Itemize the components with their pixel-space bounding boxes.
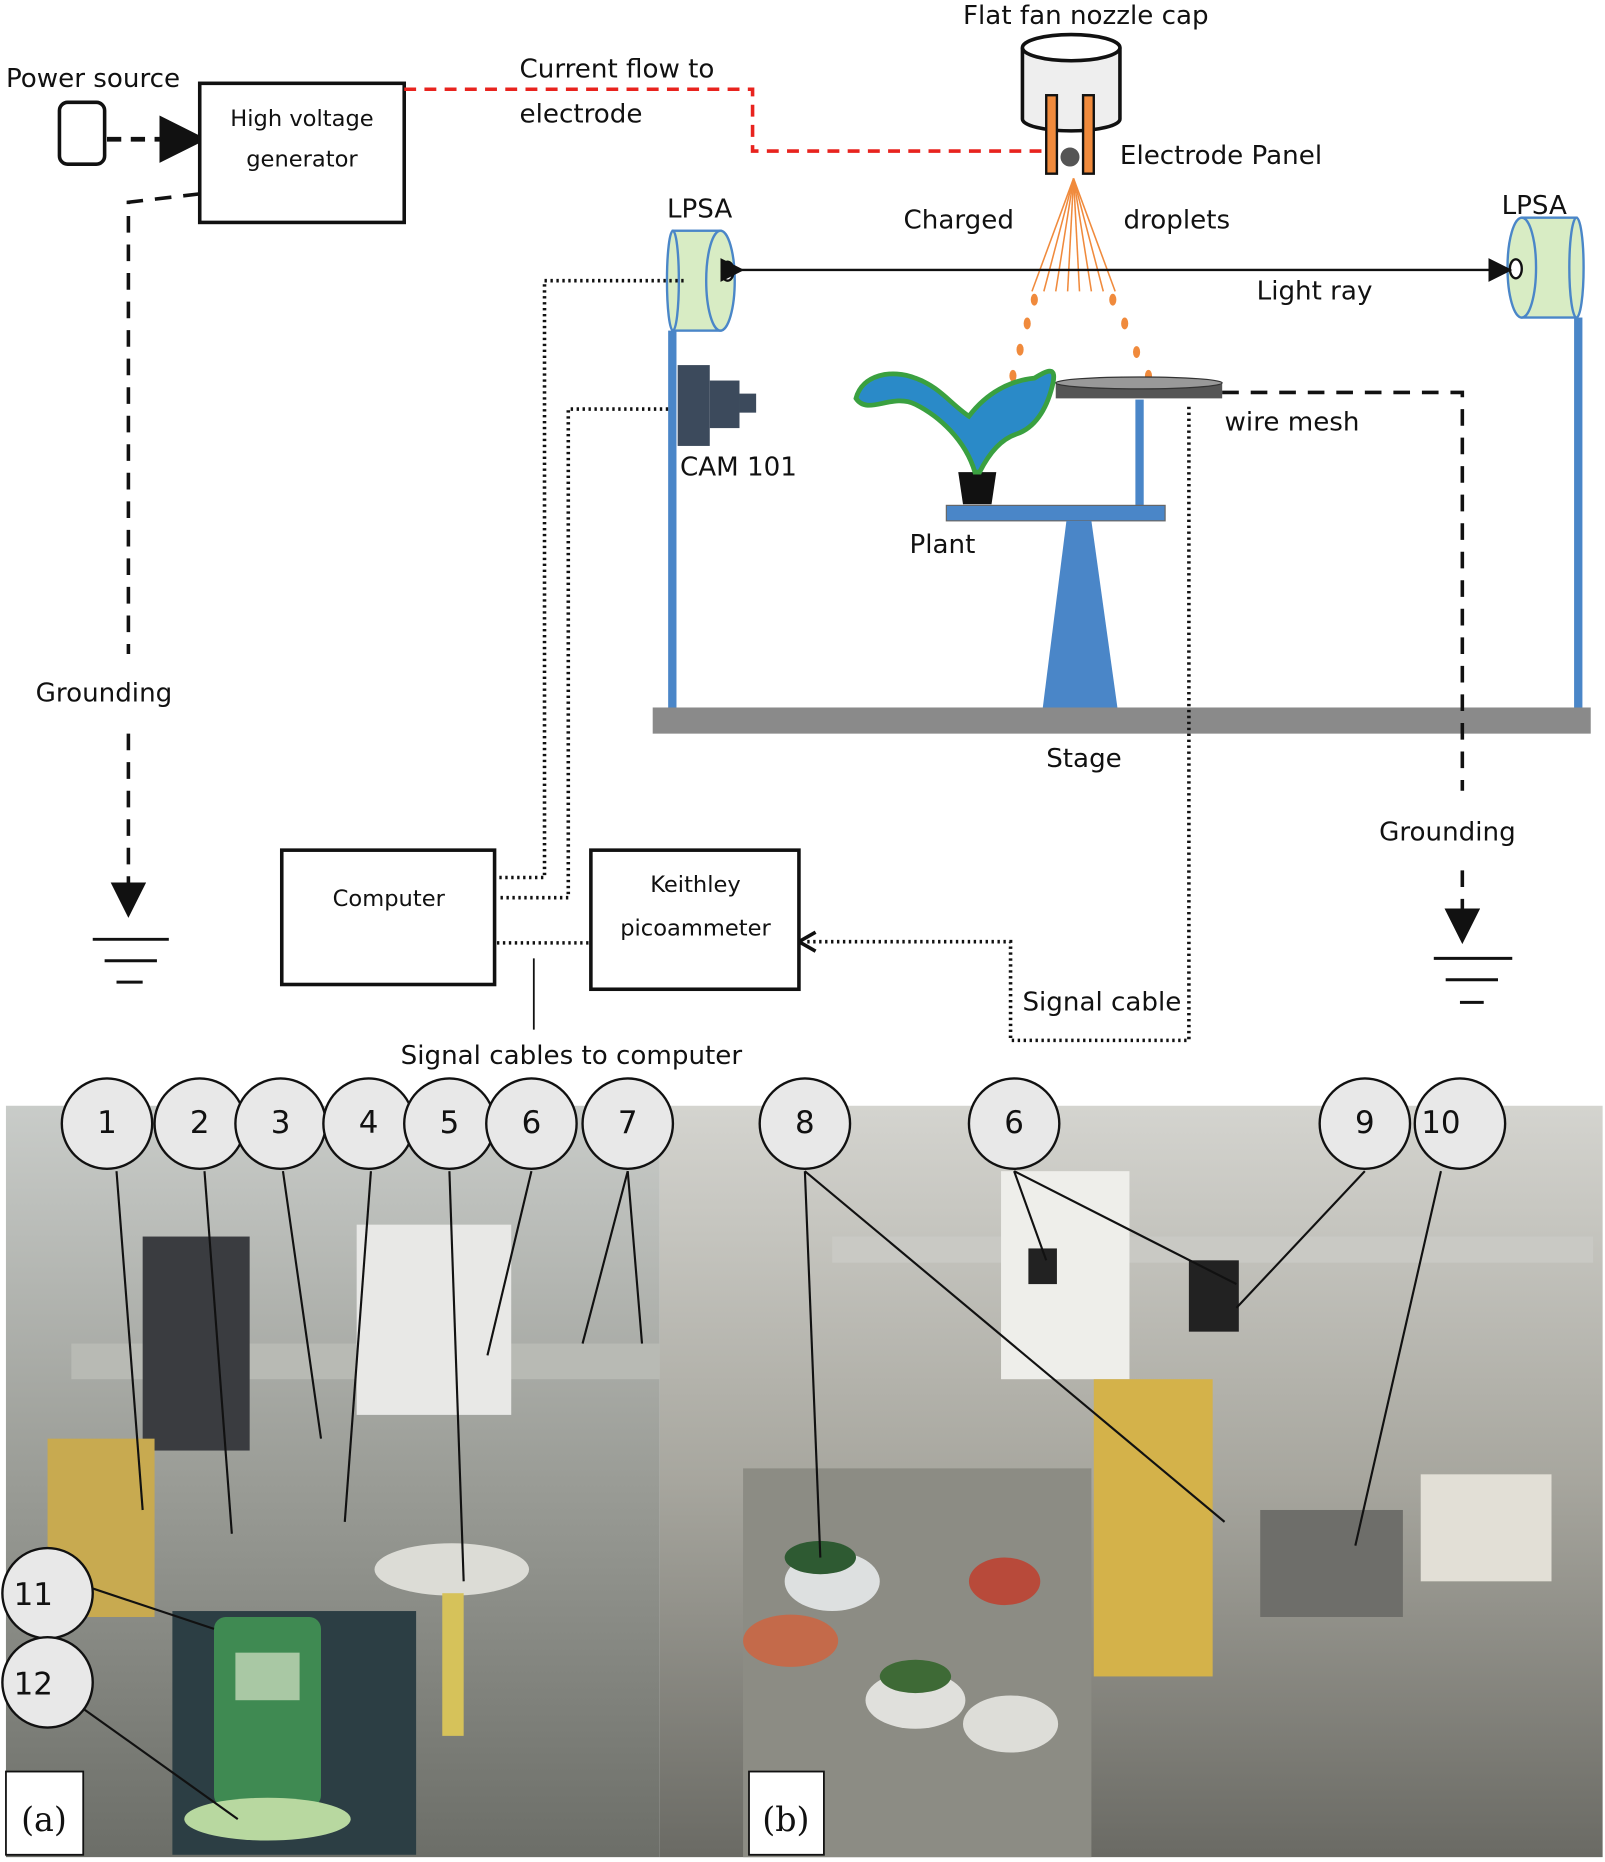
grounding-right-line-top	[1222, 390, 1465, 791]
keithley-label-2: picoammeter	[620, 916, 771, 942]
callout-11: 11	[14, 1577, 53, 1613]
light-ray-label: Light ray	[1257, 277, 1373, 307]
computer-box	[279, 848, 497, 987]
ground-left-icon	[92, 937, 169, 984]
plant-label: Plant	[910, 530, 976, 560]
wire-mesh-label: wire mesh	[1225, 407, 1360, 437]
computer-label: Computer	[333, 886, 446, 912]
mesh-pole	[1135, 399, 1144, 507]
stage-bar	[652, 707, 1591, 734]
callout-12: 12	[14, 1666, 53, 1702]
panel-b-label-box	[748, 1770, 825, 1856]
hv-generator-label-1: High voltage	[230, 106, 373, 132]
callout-9: 9	[1355, 1105, 1375, 1141]
stage-label: Stage	[1046, 744, 1122, 774]
lpsa-right-label: LPSA	[1502, 191, 1567, 221]
charged-label: Charged	[904, 205, 1014, 235]
callout-leaders	[70, 1170, 1442, 1820]
panel-b-label: (b)	[762, 1800, 809, 1839]
plant-table	[945, 504, 1166, 522]
nozzle-cap-label: Flat fan nozzle cap	[963, 1, 1209, 31]
power-source-label: Power source	[6, 64, 180, 94]
ground-right-icon	[1433, 956, 1513, 1004]
current-flow-line	[404, 87, 1047, 153]
spray-fan	[1031, 178, 1116, 292]
callout-3: 3	[271, 1105, 291, 1141]
callout-1: 1	[97, 1105, 117, 1141]
signal-cables	[496, 278, 1191, 1043]
panel-a-label-box	[5, 1770, 85, 1856]
callout-4: 4	[359, 1105, 379, 1141]
callout-6a: 6	[522, 1105, 542, 1141]
hv-generator-label-2: generator	[246, 147, 358, 173]
left-pole	[668, 330, 677, 709]
panel-a-label: (a)	[21, 1800, 67, 1839]
lpsa-right-sensor-icon	[1506, 216, 1585, 319]
signal-cables-label: Signal cables to computer	[401, 1041, 743, 1071]
cam-label: CAM 101	[680, 453, 797, 483]
hv-generator-box	[197, 81, 407, 225]
keithley-label-1: Keithley	[650, 872, 741, 898]
callout-8: 8	[795, 1105, 815, 1141]
grounding-left-label: Grounding	[36, 679, 173, 709]
callout-2: 2	[190, 1105, 210, 1141]
callout-6b: 6	[1004, 1105, 1024, 1141]
wire-mesh-icon	[1055, 376, 1223, 399]
photo-panel-b	[659, 1105, 1603, 1858]
grounding-right-label: Grounding	[1379, 818, 1516, 848]
photo-panel-a	[5, 1105, 666, 1858]
droplets	[1009, 293, 1153, 382]
droplets-label: droplets	[1124, 205, 1231, 235]
callout-7: 7	[618, 1105, 638, 1141]
signal-arrow-icon	[798, 930, 817, 953]
callout-10: 10	[1421, 1105, 1460, 1141]
signal-cable-label: Signal cable	[1022, 988, 1181, 1018]
plant-icon	[853, 368, 1056, 475]
callout-5: 5	[440, 1105, 460, 1141]
right-pole	[1574, 317, 1583, 709]
stage-pedestal	[1042, 520, 1118, 709]
keithley-box	[589, 848, 801, 992]
camera-icon	[677, 365, 757, 446]
lpsa-left-label: LPSA	[667, 195, 732, 225]
current-flow-label-1: Current flow to	[520, 54, 715, 84]
current-flow-label-2: electrode	[520, 100, 643, 130]
power-source-icon	[57, 100, 107, 166]
electrode-panel-label: Electrode Panel	[1120, 141, 1322, 171]
plant-pot-icon	[958, 472, 997, 505]
grounding-left-line-top	[126, 192, 200, 654]
nozzle-cap-icon	[1020, 32, 1122, 175]
callout-circles	[1, 1077, 1507, 1729]
